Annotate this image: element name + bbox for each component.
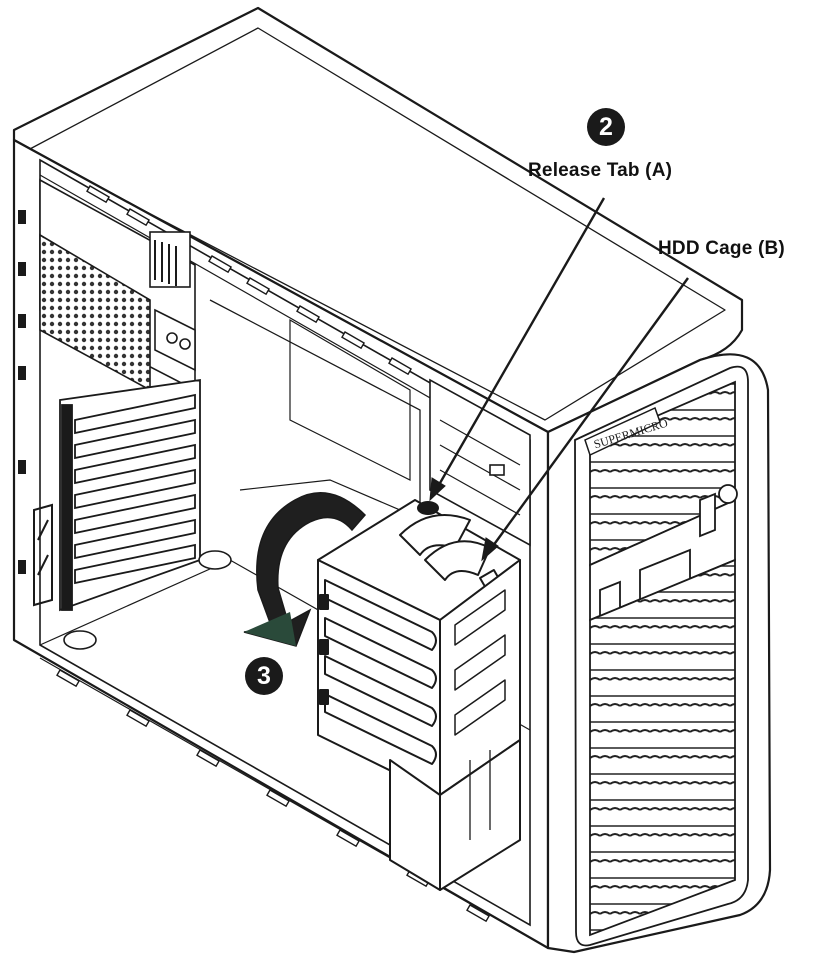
rear-latch: [33, 503, 53, 607]
drive-bays: [429, 378, 531, 547]
power-supply: [39, 178, 196, 392]
floor-holes: [63, 550, 232, 650]
step-2-badge: 2: [587, 108, 625, 146]
leader-lines: [429, 197, 689, 562]
front-bezel: [574, 365, 749, 947]
release-tab-label: Release Tab (A): [528, 160, 673, 181]
hdd-cage-label: HDD Cage (B): [658, 238, 785, 259]
rail-slots: [56, 185, 511, 923]
rotation-arrow: [243, 492, 367, 647]
hdd-cage: [317, 499, 521, 891]
step-3-badge: 3: [245, 657, 283, 695]
bezel-brand-area: [584, 406, 661, 457]
rear-edge-tabs: [18, 210, 26, 574]
